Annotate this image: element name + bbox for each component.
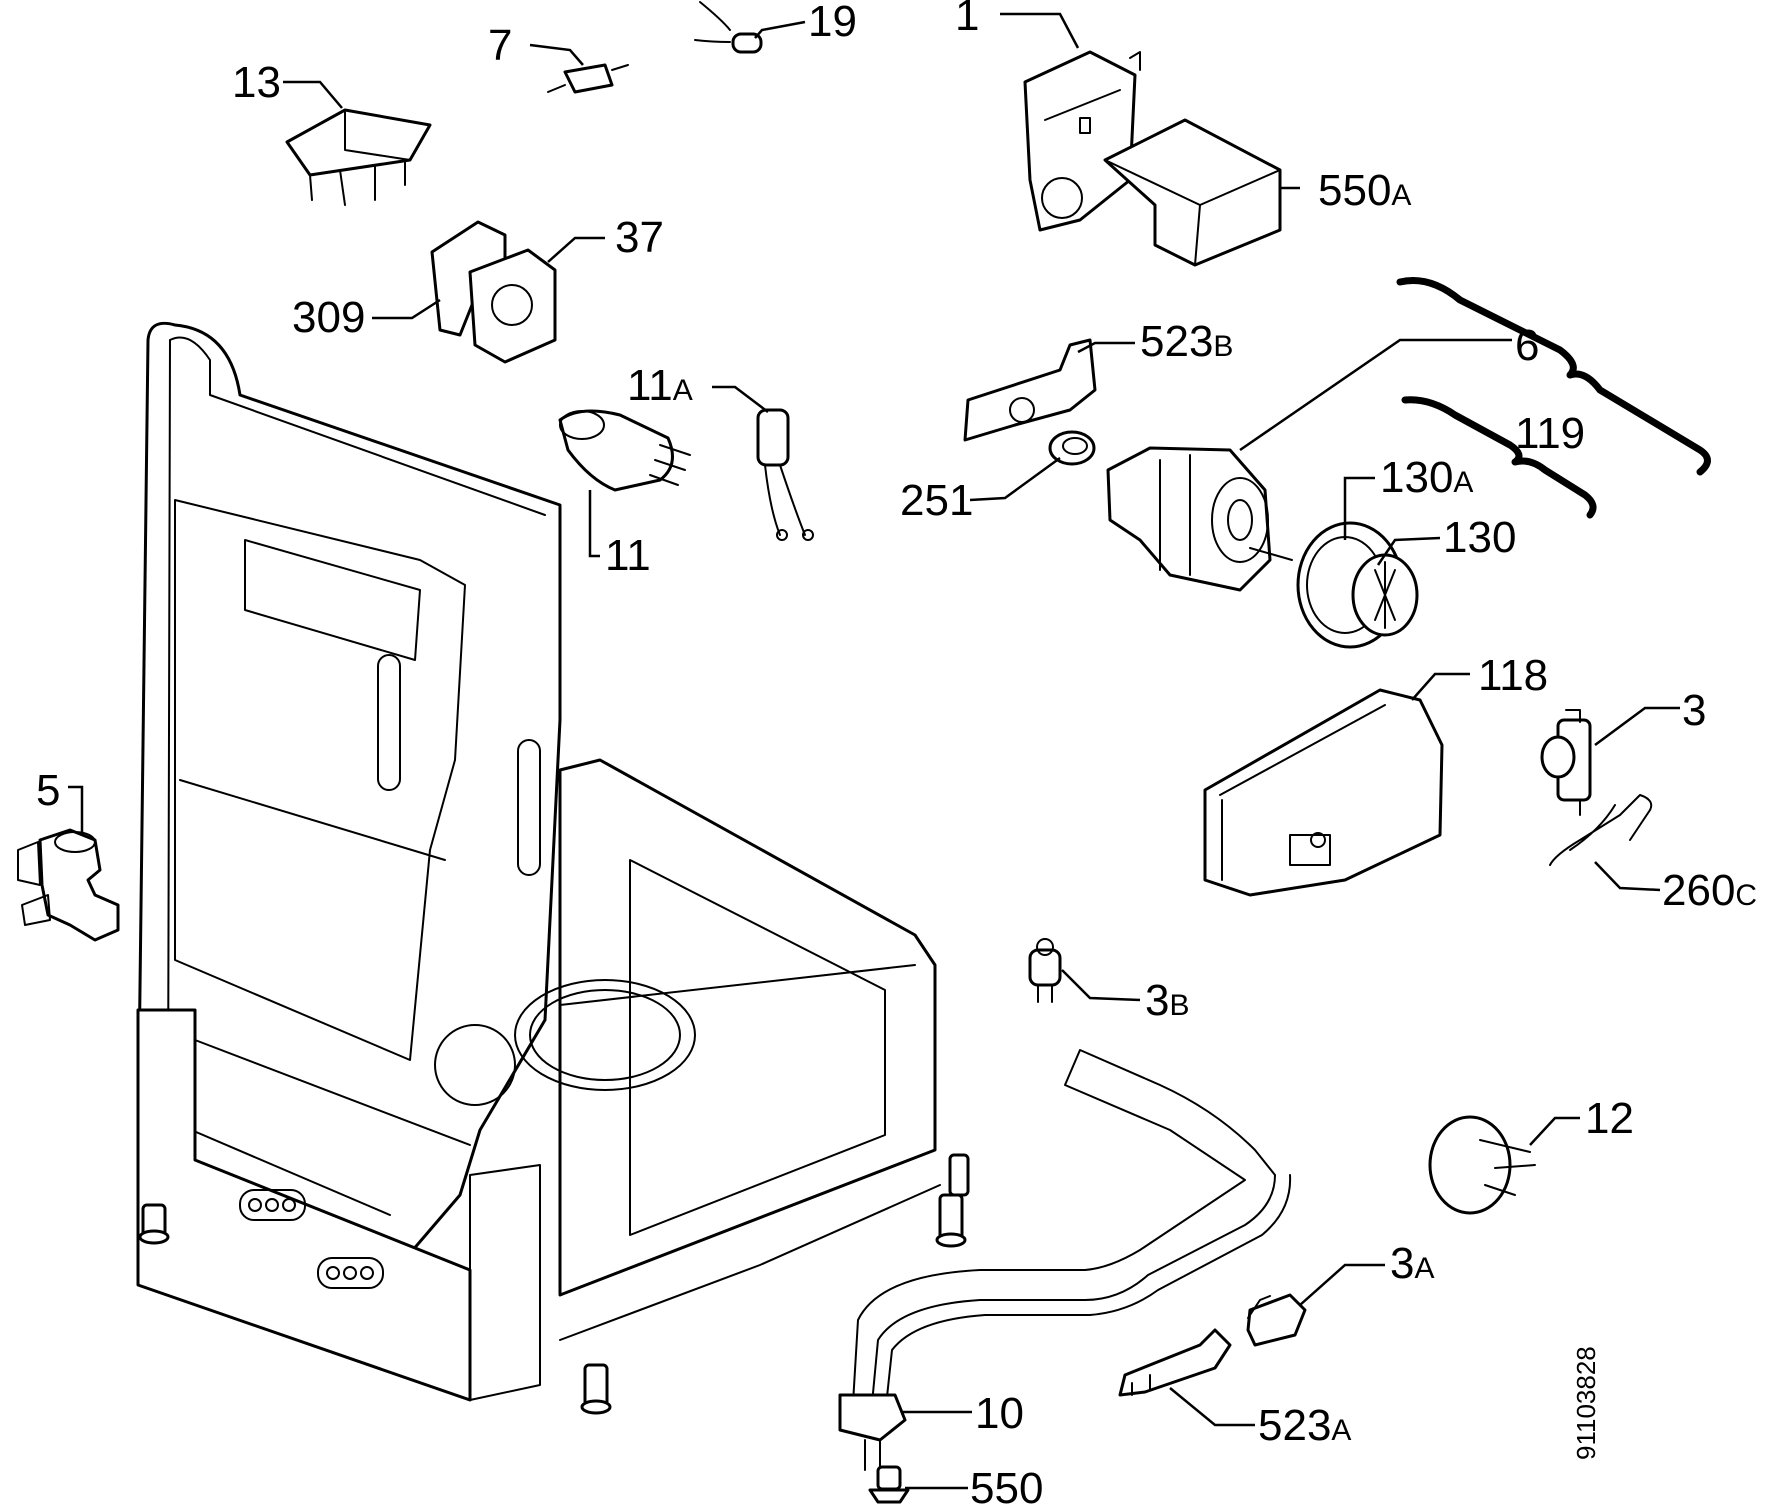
label-7: 7	[488, 21, 512, 70]
label-260C: 260C	[1662, 866, 1757, 915]
label-1: 1	[955, 0, 979, 40]
part-5-valve	[17, 828, 120, 942]
label-550A: 550A	[1318, 166, 1411, 215]
label-suffix: A	[1331, 1414, 1351, 1447]
label-number: 118	[1478, 651, 1548, 700]
label-number: 130	[1380, 453, 1453, 502]
label-number: 19	[808, 0, 857, 46]
label-number: 130	[1443, 513, 1516, 562]
label-suffix: A	[673, 374, 693, 407]
label-number: 12	[1585, 1094, 1634, 1143]
label-12: 12	[1585, 1094, 1634, 1143]
label-suffix: B	[1169, 989, 1189, 1022]
part-37-cover	[468, 248, 557, 364]
label-number: 309	[292, 293, 365, 342]
label-number: 523	[1258, 1401, 1331, 1450]
label-number: 6	[1515, 321, 1539, 370]
part-12-pressure-switch	[1428, 1115, 1536, 1215]
label-523B: 523B	[1140, 317, 1233, 366]
label-number: 550	[1318, 166, 1391, 215]
label-number: 3	[1145, 976, 1169, 1025]
label-130A: 130A	[1380, 453, 1473, 502]
part-1-timer	[1023, 50, 1141, 232]
part-118-dispenser	[1203, 688, 1444, 897]
label-130: 130	[1443, 513, 1516, 562]
label-550: 550	[970, 1464, 1043, 1504]
label-10: 10	[975, 1389, 1024, 1438]
label-number: 1	[955, 0, 979, 40]
label-11: 11	[605, 531, 651, 580]
label-suffix: A	[1453, 466, 1473, 499]
label-119: 119	[1515, 409, 1585, 458]
part-13-switch	[285, 108, 432, 206]
label-251: 251	[900, 476, 973, 525]
part-260C-clip	[1549, 794, 1653, 866]
label-309: 309	[292, 293, 365, 342]
dishwasher-frame	[136, 321, 970, 1415]
label-6: 6	[1515, 321, 1539, 370]
brace-6	[1396, 276, 1711, 476]
part-251-grommet	[1048, 430, 1096, 466]
label-suffix: A	[1391, 179, 1411, 212]
label-number: 13	[232, 58, 281, 107]
part-523A-bracket	[1118, 1328, 1232, 1397]
brace-119	[1401, 396, 1597, 519]
label-number: 260	[1662, 866, 1735, 915]
label-number: 119	[1515, 409, 1585, 458]
label-number: 11	[627, 361, 673, 410]
label-3B: 3B	[1145, 976, 1190, 1025]
label-523A: 523A	[1258, 1401, 1351, 1450]
label-suffix: A	[1414, 1252, 1434, 1285]
label-number: 5	[36, 766, 60, 815]
label-118: 118	[1478, 651, 1548, 700]
label-suffix: C	[1735, 879, 1757, 912]
part-3B-switch	[1028, 938, 1062, 1003]
drawing-code: 91103828	[1571, 1346, 1601, 1460]
part-7-connector	[547, 63, 629, 94]
part-550-screw	[868, 1465, 910, 1504]
label-number: 37	[615, 213, 664, 262]
label-3A: 3A	[1390, 1239, 1435, 1288]
label-number: 7	[488, 21, 512, 70]
part-550A-box	[1103, 118, 1282, 267]
label-suffix: B	[1213, 330, 1233, 363]
label-number: 251	[900, 476, 973, 525]
part-10-heater	[838, 1049, 1292, 1471]
part-11A-suppressor	[756, 408, 814, 541]
part-3A-thermostat	[1246, 1293, 1307, 1347]
part-19-cable	[694, 1, 763, 54]
label-5: 5	[36, 766, 60, 815]
label-number: 550	[970, 1464, 1043, 1504]
label-13: 13	[232, 58, 281, 107]
label-19: 19	[808, 0, 857, 46]
label-number: 11	[605, 531, 651, 580]
label-number: 3	[1682, 686, 1706, 735]
label-37: 37	[615, 213, 664, 262]
label-11A: 11A	[627, 361, 693, 410]
label-number: 523	[1140, 317, 1213, 366]
part-3-thermostat	[1540, 709, 1592, 816]
part-11-capacitor	[558, 409, 691, 492]
part-130-impeller	[1296, 521, 1419, 649]
part-523B-bracket	[963, 338, 1097, 442]
part-6-motor	[1106, 446, 1293, 592]
label-number: 3	[1390, 1239, 1414, 1288]
leader-lines	[68, 12, 1680, 1490]
label-3: 3	[1682, 686, 1706, 735]
label-number: 10	[975, 1389, 1024, 1438]
